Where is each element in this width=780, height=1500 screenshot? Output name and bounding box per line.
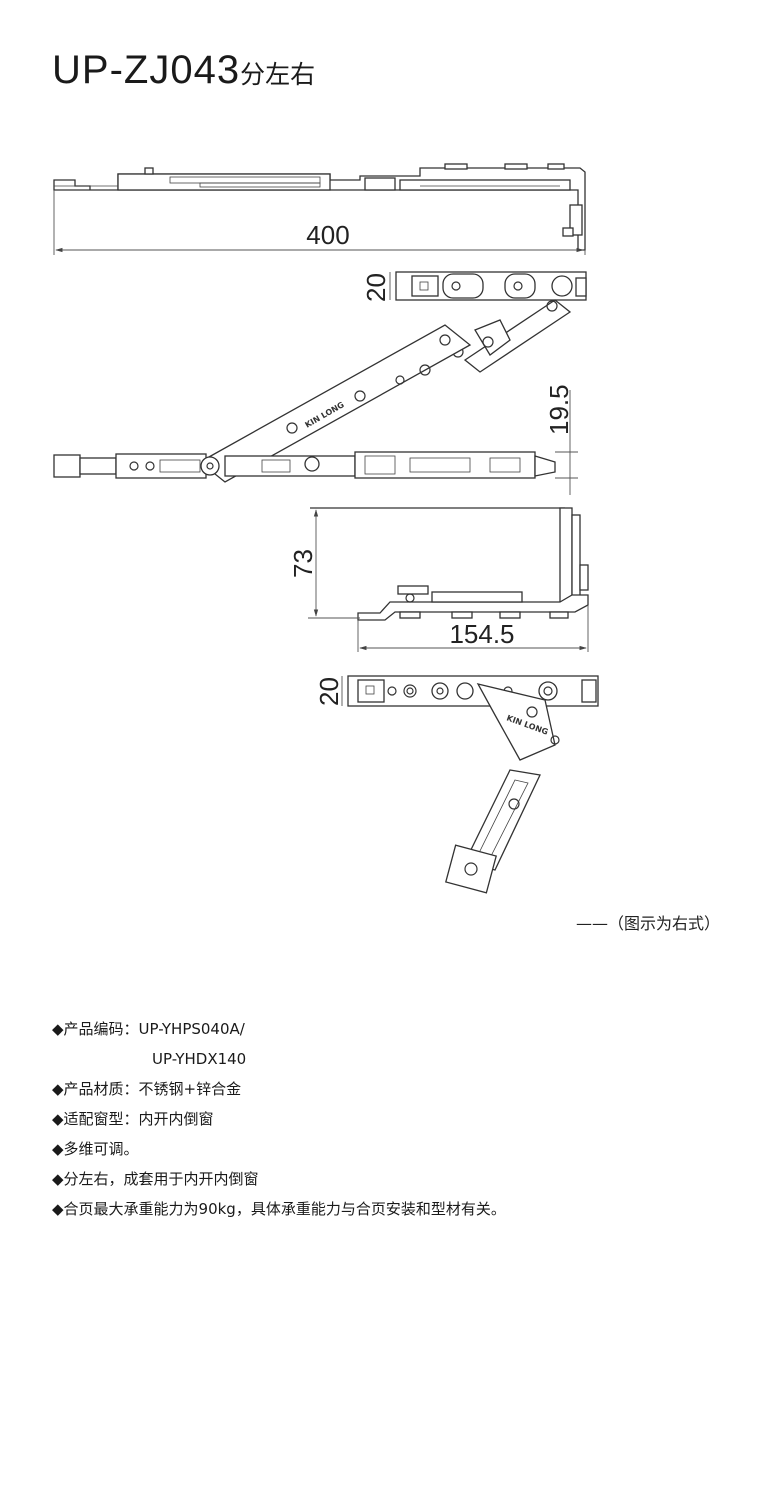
dimension-label-20-bottom: 20 — [314, 677, 344, 706]
dimension-154-5: 154.5 — [357, 605, 589, 652]
end-view — [310, 507, 589, 621]
spec-code-value-1: UP-YHPS040A/ — [138, 1020, 245, 1038]
dimension-label-19-5: 19.5 — [544, 384, 574, 435]
top-view-arm: KIN LONG — [53, 271, 587, 483]
spec-code-value-2: UP-YHDX140 — [152, 1050, 247, 1068]
spec-code: ◆产品编码：UP-YHPS040A/ — [52, 1018, 506, 1048]
spec-list: ◆产品编码：UP-YHPS040A/ UP-YHDX140 ◆产品材质：不锈钢+… — [52, 1018, 506, 1228]
side-view-rail — [53, 163, 586, 251]
technical-drawing: 400 KIN LONG — [53, 163, 599, 894]
dimension-label-400: 400 — [306, 220, 349, 250]
dimension-label-154-5: 154.5 — [449, 619, 514, 649]
product-model: UP-ZJ043 — [52, 48, 241, 92]
dimension-400: 400 — [53, 190, 586, 255]
page-title: UP-ZJ043分左右 — [52, 48, 315, 93]
spec-load: ◆合页最大承重能力为90kg，具体承重能力与合页安装和型材有关。 — [52, 1200, 506, 1218]
dimension-20-top: 20 — [361, 272, 391, 302]
dimension-73: 73 — [288, 509, 360, 619]
dimension-label-73: 73 — [288, 549, 318, 578]
dimension-20-bottom: 20 — [314, 676, 344, 706]
side-note: 分左右 — [240, 61, 316, 89]
spec-material: ◆产品材质：不锈钢+锌合金 — [52, 1080, 242, 1098]
spec-fit: ◆适配窗型：内开内倒窗 — [52, 1110, 214, 1128]
spec-sides: ◆分左右，成套用于内开内倒窗 — [52, 1170, 259, 1188]
dimension-19-5: 19.5 — [544, 384, 578, 495]
figure-caption: ——（图示为右式） — [575, 914, 720, 933]
spec-code-label: ◆产品编码： — [52, 1020, 139, 1038]
dimension-label-20-top: 20 — [361, 273, 391, 302]
spec-code-cont: UP-YHDX140 — [52, 1048, 506, 1078]
folded-arm-view: KIN LONG — [347, 675, 599, 894]
spec-adjust: ◆多维可调。 — [52, 1140, 139, 1158]
